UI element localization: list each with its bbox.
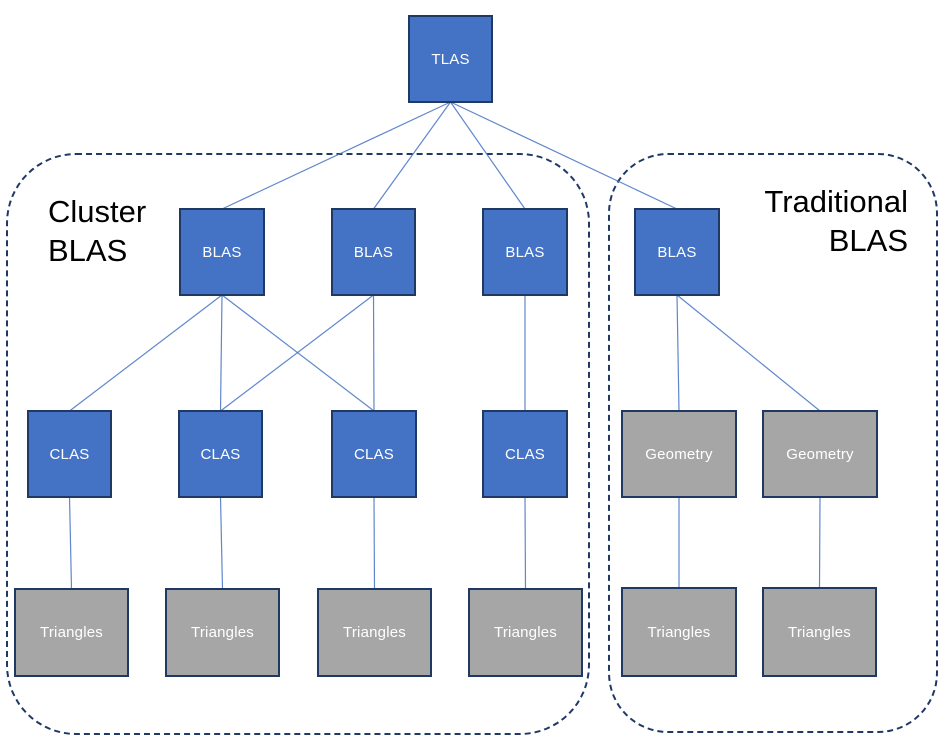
clas-node-1: CLAS (27, 410, 112, 498)
triangles-node-1-label: Triangles (40, 624, 103, 641)
clas-node-1-label: CLAS (49, 445, 90, 463)
blas-node-3: BLAS (482, 208, 568, 296)
triangles-node-5-label: Triangles (647, 623, 711, 641)
triangles-node-1: Triangles (14, 588, 129, 677)
blas-node-2-label: BLAS (353, 243, 394, 261)
blas-node-3-label: BLAS (505, 243, 545, 261)
geometry-node-2-label: Geometry (786, 445, 854, 463)
geometry-node-1-label: Geometry (645, 445, 713, 463)
clas-node-3: CLAS (331, 410, 417, 498)
traditional-blas-label: Traditional BLAS (764, 184, 908, 258)
triangles-node-2-label: Triangles (191, 624, 254, 641)
blas-node-2: BLAS (331, 208, 416, 296)
blas-node-4-label: BLAS (657, 243, 697, 261)
clas-node-4: CLAS (482, 410, 568, 498)
triangles-node-5: Triangles (621, 587, 737, 677)
geometry-node-1: Geometry (621, 410, 737, 498)
traditional-blas-group: Traditional BLAS (608, 153, 938, 733)
triangles-node-6-label: Triangles (788, 623, 851, 641)
geometry-node-2: Geometry (762, 410, 878, 498)
blas-node-1: BLAS (179, 208, 265, 296)
clas-node-3-label: CLAS (354, 445, 394, 463)
cluster-blas-label: Cluster BLAS (48, 194, 147, 268)
triangles-node-4: Triangles (468, 588, 583, 677)
blas-node-1-label: BLAS (202, 243, 242, 261)
clas-node-4-label: CLAS (505, 445, 545, 463)
clas-node-2-label: CLAS (200, 445, 241, 463)
triangles-node-3: Triangles (317, 588, 432, 677)
triangles-node-2: Triangles (165, 588, 280, 677)
tlas-node-label: TLAS (431, 50, 470, 68)
triangles-node-3-label: Triangles (343, 624, 406, 641)
triangles-node-4-label: Triangles (494, 624, 557, 641)
blas-node-4: BLAS (634, 208, 720, 296)
triangles-node-6: Triangles (762, 587, 877, 677)
clas-node-2: CLAS (178, 410, 263, 498)
tlas-node: TLAS (408, 15, 493, 103)
